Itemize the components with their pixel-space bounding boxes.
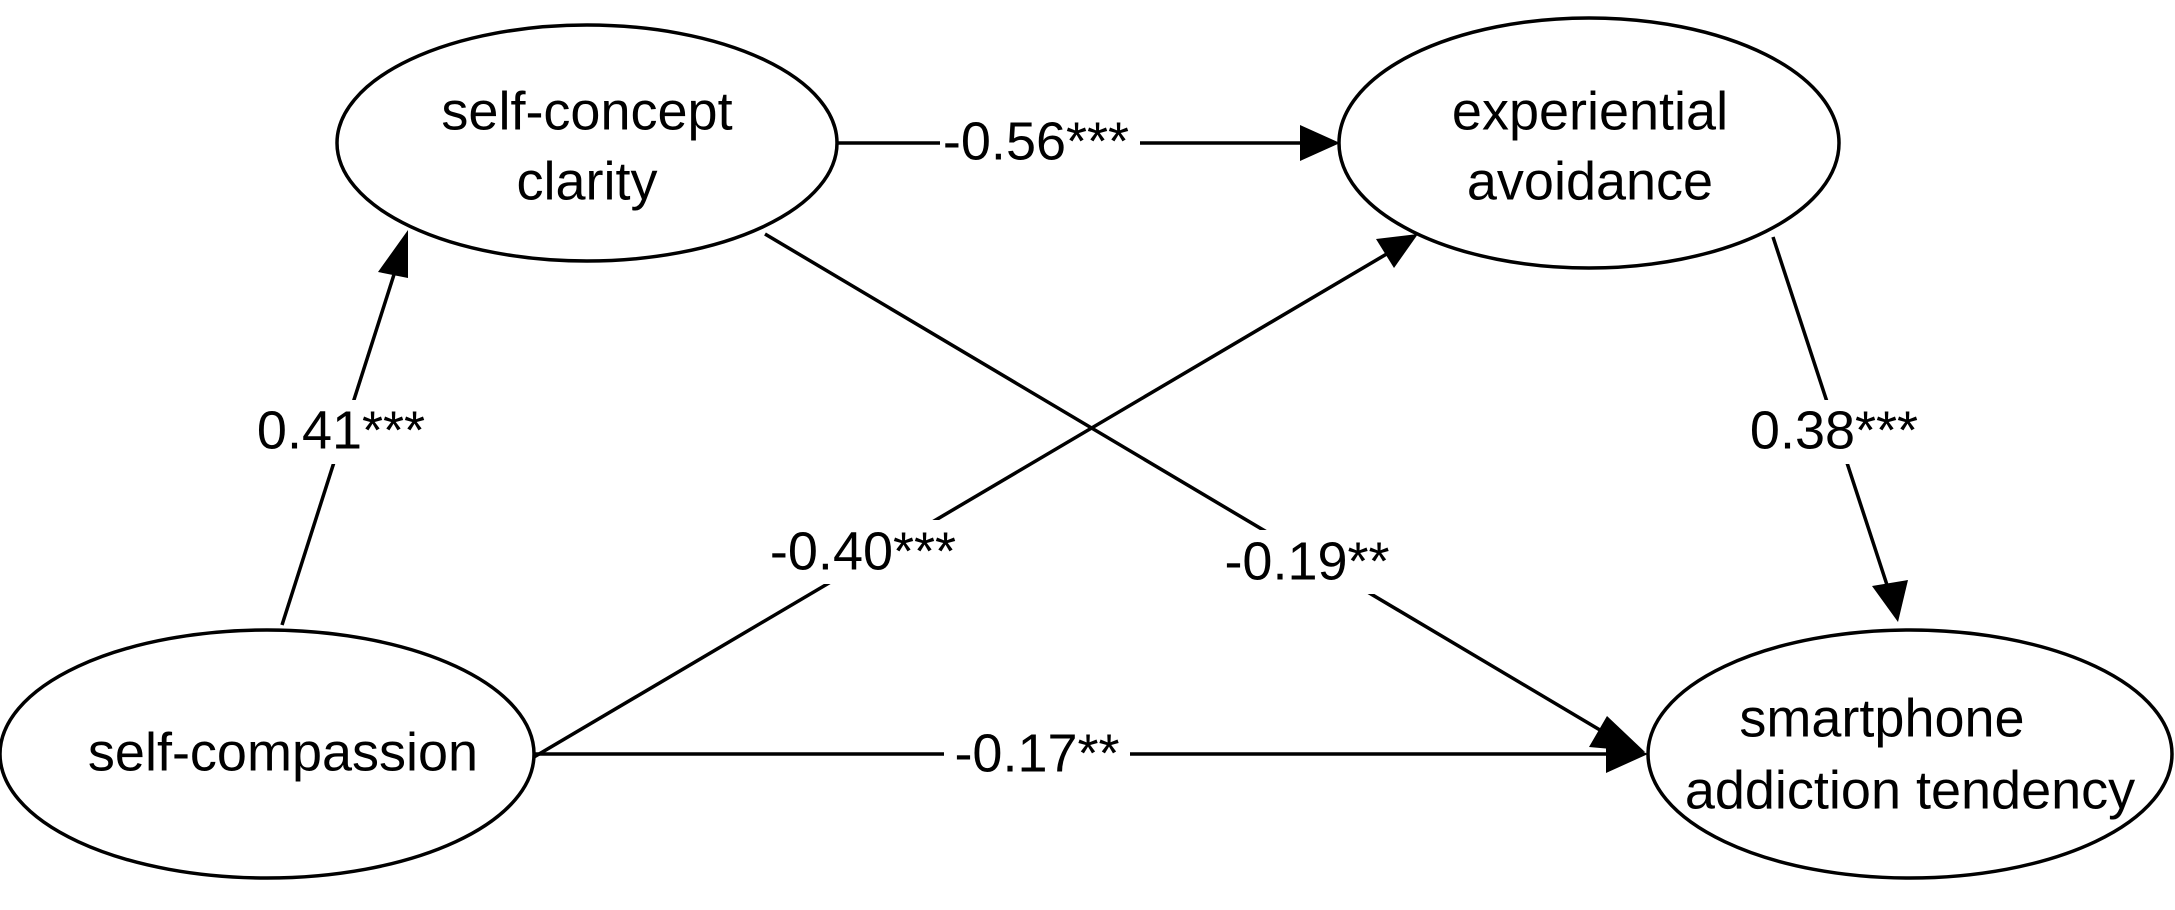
edge-label-group: -0.40*** <box>765 520 965 584</box>
arrowhead-icon <box>1300 125 1340 161</box>
node-label-line1: self-concept <box>441 81 732 141</box>
node-ellipse <box>0 628 536 880</box>
node-self-compassion: self-compassion <box>0 628 536 880</box>
arrowhead-icon <box>1872 580 1908 622</box>
coefficient-compassion-to-avoidance: -0.40*** <box>770 521 956 581</box>
arrowhead-icon <box>1376 234 1418 268</box>
node-label-line1: self-compassion <box>88 722 478 782</box>
node-ellipse <box>335 23 839 263</box>
coefficient-compassion-to-clarity: 0.41*** <box>257 400 425 460</box>
arrowhead-icon <box>378 230 408 278</box>
coefficient-compassion-to-addiction: -0.17** <box>954 723 1119 783</box>
node-label-line2: addiction tendency <box>1685 760 2135 820</box>
node-label-line1: smartphone <box>1739 688 2024 748</box>
edge-label-group: -0.56*** <box>940 110 1140 174</box>
edge-label-group: 0.38*** <box>1738 400 1928 464</box>
edge-label-group: 0.41*** <box>240 400 430 464</box>
node-self-concept-clarity: self-concept clarity <box>335 23 839 263</box>
edge-label-group: -0.17** <box>944 722 1130 786</box>
arrowhead-icon <box>1589 716 1645 752</box>
edge-clarity-to-addiction <box>764 232 1645 752</box>
edge-line <box>533 250 1391 759</box>
edge-label-group: -0.19** <box>1215 530 1400 594</box>
arrowhead-icon <box>1606 735 1648 773</box>
node-ellipse <box>1646 628 2174 880</box>
node-experiential-avoidance: experiential avoidance <box>1337 16 1841 270</box>
node-label-line2: clarity <box>516 151 657 211</box>
node-label-line2: avoidance <box>1467 151 1713 211</box>
node-label-line1: experiential <box>1452 81 1728 141</box>
coefficient-avoidance-to-addiction: 0.38*** <box>1750 400 1918 460</box>
edge-line <box>764 232 1606 735</box>
edge-compassion-to-avoidance <box>533 234 1418 759</box>
coefficient-clarity-to-avoidance: -0.56*** <box>943 111 1129 171</box>
coefficient-clarity-to-addiction: -0.19** <box>1224 531 1389 591</box>
node-smartphone-addiction-tendency: smartphone addiction tendency <box>1646 628 2174 880</box>
node-ellipse <box>1337 16 1841 270</box>
